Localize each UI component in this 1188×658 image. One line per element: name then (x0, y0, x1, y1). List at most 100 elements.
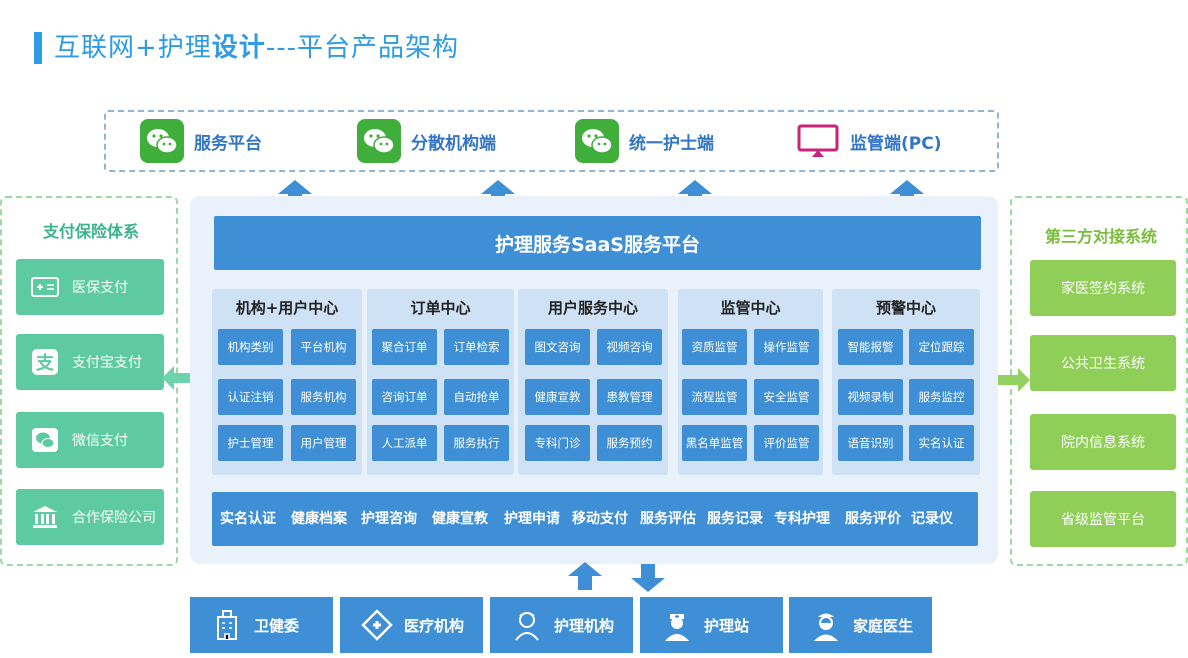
clients-box (104, 110, 999, 172)
medical-cross-icon (360, 608, 394, 642)
function-bar: 实名认证 健康档案 护理咨询 健康宣教 护理申请 移动支付 服务评估 服务记录 … (212, 492, 978, 546)
arrow-down-icon (631, 564, 665, 592)
function-item[interactable]: 服务记录 (707, 511, 763, 527)
function-item[interactable]: 健康宣教 (432, 511, 488, 527)
nurse-icon (660, 608, 694, 642)
stakeholder-label: 卫健委 (254, 616, 300, 635)
module-cell[interactable]: 语音识别 (838, 425, 903, 461)
stakeholder-health-commission[interactable]: 卫健委 (190, 597, 333, 653)
stakeholder-family-doctor[interactable]: 家庭医生 (789, 597, 932, 653)
third-item-hospital-info[interactable]: 院内信息系统 (1030, 414, 1176, 470)
pay-item-label: 医保支付 (72, 280, 128, 296)
module-cell[interactable]: 实名认证 (909, 425, 974, 461)
module-cell[interactable]: 咨询订单 (372, 379, 437, 415)
module-title: 预警中心 (875, 299, 936, 317)
saas-label: 护理服务SaaS服务平台 (494, 233, 700, 256)
third-item-provincial-supervision[interactable]: 省级监管平台 (1030, 491, 1176, 547)
double-arrow-left-icon (162, 366, 214, 390)
module-title: 机构+用户中心 (235, 299, 339, 317)
double-arrow-right-icon (978, 368, 1030, 392)
function-item[interactable]: 移动支付 (572, 511, 628, 527)
medical-card-icon (30, 274, 60, 300)
third-item-family-doctor[interactable]: 家医签约系统 (1030, 260, 1176, 316)
module-cell[interactable]: 流程监管 (682, 379, 747, 415)
alipay-icon: 支 (30, 349, 60, 375)
module-cell[interactable]: 智能报警 (838, 329, 903, 365)
module-cell[interactable]: 服务预约 (597, 425, 662, 461)
third-item-label: 家医签约系统 (1061, 281, 1145, 297)
arrow-up-icon (568, 562, 602, 590)
page-title: 互联网+护理设计---平台产品架构 (54, 30, 459, 66)
module-cell[interactable]: 图文咨询 (525, 329, 590, 365)
pay-item-medical-insurance[interactable]: 医保支付 (16, 259, 164, 315)
function-item[interactable]: 记录仪 (911, 511, 953, 527)
module-cell[interactable]: 订单检索 (444, 329, 509, 365)
third-party-title: 第三方对接系统 (1044, 227, 1157, 246)
module-cell[interactable]: 安全监管 (754, 379, 819, 415)
module-title: 监管中心 (720, 299, 781, 317)
module-org-user-center: 机构+用户中心 机构类别 平台机构 认证注销 服务机构 护士管理 用户管理 (212, 289, 362, 475)
function-item[interactable]: 健康档案 (291, 511, 347, 527)
client-label: 服务平台 (194, 133, 262, 154)
module-cell[interactable]: 资质监管 (682, 329, 747, 365)
client-label: 统一护士端 (629, 133, 714, 154)
module-cell[interactable]: 视频咨询 (597, 329, 662, 365)
module-cell[interactable]: 定位跟踪 (909, 329, 974, 365)
third-item-label: 公共卫生系统 (1061, 356, 1145, 372)
third-item-label: 省级监管平台 (1061, 512, 1145, 528)
client-distributed-org[interactable]: 分散机构端 (357, 116, 496, 166)
pay-item-label: 合作保险公司 (72, 510, 156, 526)
client-label: 分散机构端 (411, 133, 496, 154)
client-supervision-pc[interactable]: 监管端(PC) (796, 116, 941, 166)
third-item-label: 院内信息系统 (1061, 435, 1145, 451)
module-cell[interactable]: 视频录制 (838, 379, 903, 415)
function-item[interactable]: 护理申请 (504, 511, 560, 527)
client-service-platform[interactable]: 服务平台 (140, 116, 262, 166)
third-item-public-health[interactable]: 公共卫生系统 (1030, 335, 1176, 391)
stakeholder-label: 医疗机构 (404, 616, 465, 635)
function-item[interactable]: 服务评估 (640, 511, 696, 527)
module-cell[interactable]: 平台机构 (291, 329, 356, 365)
module-title: 用户服务中心 (547, 299, 638, 317)
client-nurse-app[interactable]: 统一护士端 (575, 116, 714, 166)
pay-item-alipay[interactable]: 支 支付宝支付 (16, 334, 164, 390)
pay-item-label: 微信支付 (72, 433, 128, 449)
module-cell[interactable]: 人工派单 (372, 425, 437, 461)
pay-item-wechat[interactable]: 微信支付 (16, 412, 164, 468)
module-cell[interactable]: 护士管理 (218, 425, 283, 461)
module-cell[interactable]: 评价监管 (754, 425, 819, 461)
stakeholder-label: 家庭医生 (853, 616, 914, 635)
module-cell[interactable]: 机构类别 (218, 329, 283, 365)
title-accent-bar (34, 32, 42, 64)
pay-item-insurance-company[interactable]: 合作保险公司 (16, 489, 164, 545)
module-cell[interactable]: 认证注销 (218, 379, 283, 415)
bank-icon (30, 504, 60, 530)
module-cell[interactable]: 用户管理 (291, 425, 356, 461)
module-user-service-center: 用户服务中心 图文咨询 视频咨询 健康宣教 患教管理 专科门诊 服务预约 (518, 289, 668, 475)
stakeholder-nursing-station[interactable]: 护理站 (640, 597, 783, 653)
module-cell[interactable]: 患教管理 (597, 379, 662, 415)
module-cell[interactable]: 自动抢单 (444, 379, 509, 415)
pay-item-label: 支付宝支付 (72, 355, 142, 371)
title-part1: 互联网+护理 (54, 33, 212, 63)
module-order-center: 订单中心 聚合订单 订单检索 咨询订单 自动抢单 人工派单 服务执行 (367, 289, 514, 475)
function-item[interactable]: 服务评价 (845, 511, 901, 527)
stakeholder-medical-org[interactable]: 医疗机构 (340, 597, 483, 653)
module-cell[interactable]: 服务执行 (444, 425, 509, 461)
module-cell[interactable]: 服务机构 (291, 379, 356, 415)
stakeholder-label: 护理站 (704, 616, 750, 635)
function-item[interactable]: 护理咨询 (361, 511, 417, 527)
module-cell[interactable]: 健康宣教 (525, 379, 590, 415)
function-item[interactable]: 专科护理 (774, 511, 830, 527)
client-label: 监管端(PC) (850, 133, 942, 154)
module-cell[interactable]: 黑名单监管 (682, 425, 747, 461)
stakeholder-label: 护理机构 (554, 616, 615, 635)
module-cell[interactable]: 服务监控 (909, 379, 974, 415)
wechat-pay-icon (30, 427, 60, 453)
function-item[interactable]: 实名认证 (220, 511, 276, 527)
module-cell[interactable]: 专科门诊 (525, 425, 590, 461)
module-cell[interactable]: 操作监管 (754, 329, 819, 365)
nurse-org-icon (510, 608, 544, 642)
module-cell[interactable]: 聚合订单 (372, 329, 437, 365)
stakeholder-nursing-org[interactable]: 护理机构 (490, 597, 633, 653)
